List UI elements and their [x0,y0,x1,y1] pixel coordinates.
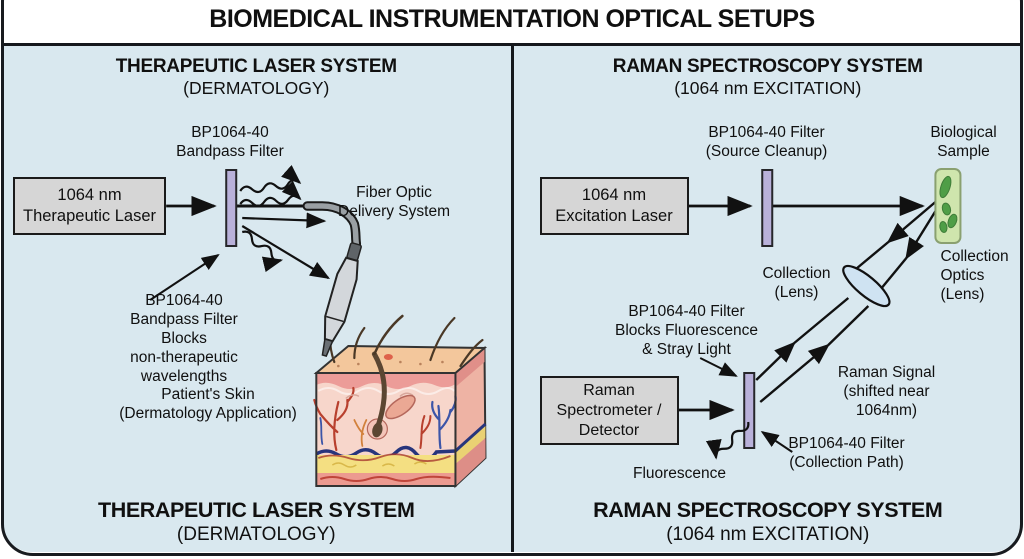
right-panel-title: RAMAN SPECTROSCOPY SYSTEM [612,56,923,77]
skin-bottom-layer [316,473,456,486]
fluorescence-label: Fluorescence [632,465,727,482]
therapeutic-laser-panel: THERAPEUTIC LASER SYSTEM (DERMATOLOGY) [2,46,514,552]
handpiece-tip [321,338,334,357]
collection-path-filter-bar [742,372,755,449]
collection-path-note-arrow [760,431,793,453]
biological-sample-label: Biological Sample [930,124,997,160]
fiber-optic-delivery [302,201,404,360]
blood-vessels [313,386,457,452]
wavy-arrow-up2 [239,180,302,208]
therapeutic-laser-box: 1064 nm Therapeutic Laser [13,177,166,235]
left-diagram-canvas [149,164,488,489]
straight-arrow-right [242,212,327,229]
scattered-wavelength-arrows [239,164,331,280]
excitation-laser-box: 1064 nm Excitation Laser [539,177,689,235]
bandpass-filter-bar [225,169,238,247]
patient-skin-label: Patient's Skin (Dermatology Application) [119,386,297,422]
figure-title: BIOMEDICAL INSTRUMENTATION OPTICAL SETUP… [209,5,815,33]
fluorescence-wavy-arrow [705,421,749,460]
panels-container: THERAPEUTIC LASER SYSTEM (DERMATOLOGY) [2,43,1022,552]
collection-lens [841,264,891,308]
raman-spectrometer-box: Raman Spectrometer / Detector [539,376,679,445]
laser-spot [383,354,393,360]
left-panel-footer-title: THERAPEUTIC LASER SYSTEM [97,498,415,522]
right-panel-footer-title: RAMAN SPECTROSCOPY SYSTEM [593,498,943,522]
follicle-sheath [385,394,416,420]
filter-blocks-note: BP1064-40 Bandpass Filter Blocks non-the… [130,292,238,385]
right-panel-subtitle: (1064 nm EXCITATION) [674,78,862,98]
skin-pores [337,360,444,368]
source-cleanup-filter-bar [760,169,773,247]
laser-handpiece [321,242,362,357]
source-filter-label: BP1064-40 Filter (Source Cleanup) [705,124,828,160]
fiber-optic-label: Fiber Optic Delivery System [338,184,450,220]
left-panel-subtitle: (DERMATOLOGY) [183,78,330,98]
left-panel-footer-subtitle: (DERMATOLOGY) [176,524,336,545]
diagonal-arrow-down [241,225,331,280]
fiber-cable [304,203,360,247]
biological-sample [933,168,961,244]
collection-lens-label: Collection (Lens) [762,265,831,301]
right-panel-footer-subtitle: (1064 nm EXCITATION) [666,524,870,545]
wavy-arrow-down [241,230,284,273]
collection-rays [754,201,938,403]
raman-signal-label: Raman Signal (shifted near 1064nm) [837,364,936,419]
collection-filter-note: BP1064-40 Filter Blocks Fluorescence & S… [614,303,759,358]
filter-note-arrow [149,254,220,301]
skin-illustration [313,310,488,489]
collection-path-filter-label: BP1064-40 Filter (Collection Path) [788,435,905,471]
wavy-arrow-up1 [239,164,302,194]
left-panel-title: THERAPEUTIC LASER SYSTEM [115,56,397,77]
right-diagram-canvas [676,168,961,460]
bandpass-filter-label: BP1064-40 Bandpass Filter [176,124,284,160]
blocks-note-arrow [699,357,738,377]
hair-bulb [372,422,383,438]
collection-optics-label: Collection Optics (Lens) [940,248,1009,303]
skin-top-face [313,344,488,374]
raman-spectroscopy-panel: RAMAN SPECTROSCOPY SYSTEM (1064 nm EXCIT… [514,46,1023,552]
